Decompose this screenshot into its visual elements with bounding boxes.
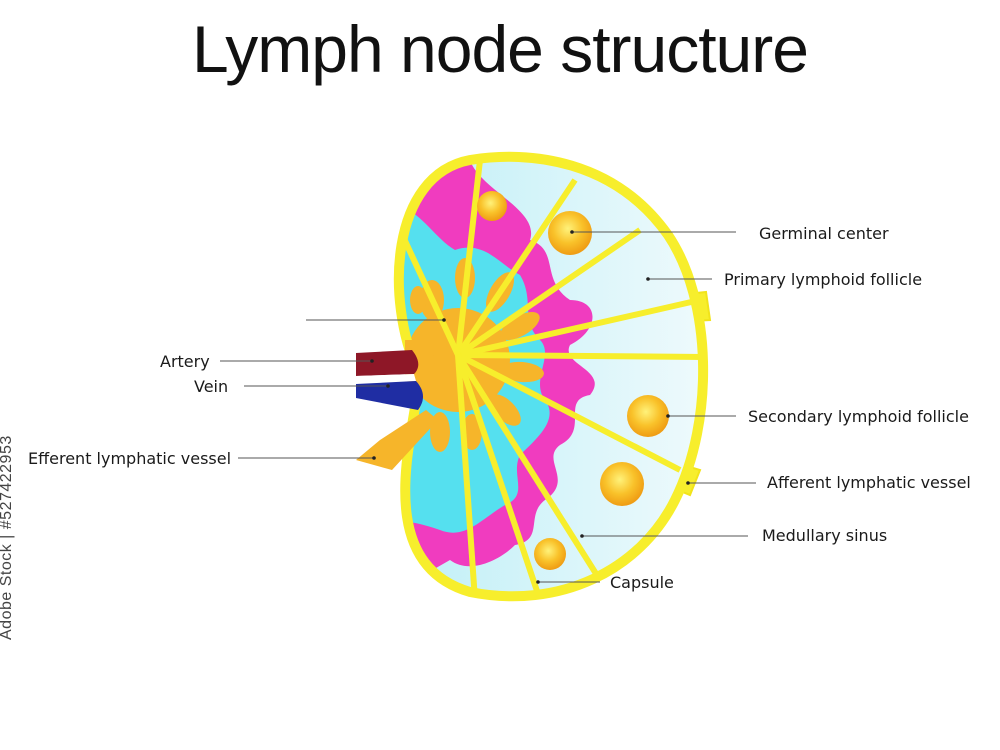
label-germinal-center: Germinal center [759, 224, 889, 243]
label-efferent-vessel: Efferent lymphatic vessel [28, 449, 231, 468]
label-primary-follicle: Primary lymphoid follicle [724, 270, 922, 289]
label-afferent-vessel: Afferent lymphatic vessel [767, 473, 971, 492]
artery-shape [356, 350, 419, 376]
vein-shape [356, 381, 423, 410]
efferent-vessel-shape [356, 410, 438, 470]
hilum-vessels [356, 350, 438, 470]
label-medullary-sinus: Medullary sinus [762, 526, 887, 545]
leader-lines [220, 230, 756, 584]
lymphoid-follicles [477, 191, 669, 570]
label-secondary-follicle: Secondary lymphoid follicle [748, 407, 969, 426]
label-vein: Vein [194, 377, 228, 396]
lymph-node-body [393, 151, 709, 602]
label-artery: Artery [160, 352, 210, 371]
diagram-title: Lymph node structure [192, 12, 809, 86]
stock-watermark: Adobe Stock | #527422953 [0, 435, 15, 640]
trabeculae [398, 159, 704, 597]
label-capsule: Capsule [610, 573, 674, 592]
